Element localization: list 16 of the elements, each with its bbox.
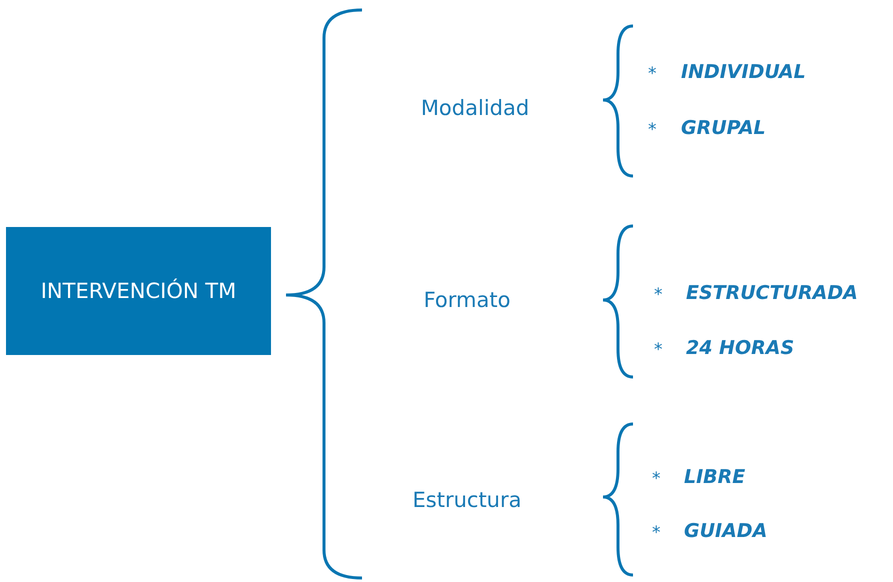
category-label: Formato bbox=[424, 288, 510, 312]
option-label: INDIVIDUAL bbox=[681, 61, 806, 83]
option-label: GRUPAL bbox=[681, 117, 766, 139]
option-label: 24 HORAS bbox=[686, 337, 794, 359]
category-label: Modalidad bbox=[420, 96, 530, 120]
option-label: LIBRE bbox=[684, 466, 746, 488]
title-box: INTERVENCIÓN TM bbox=[6, 227, 271, 355]
option-label: GUIADA bbox=[684, 520, 768, 542]
bullet-marker: * bbox=[648, 64, 656, 84]
option-label: ESTRUCTURADA bbox=[686, 282, 858, 304]
bullet-marker: * bbox=[652, 523, 660, 543]
bullet-marker: * bbox=[654, 340, 662, 360]
bullet-marker: * bbox=[652, 469, 660, 489]
bullet-marker: * bbox=[654, 285, 662, 305]
category-label: Estructura bbox=[412, 488, 522, 512]
bullet-marker: * bbox=[648, 120, 656, 140]
